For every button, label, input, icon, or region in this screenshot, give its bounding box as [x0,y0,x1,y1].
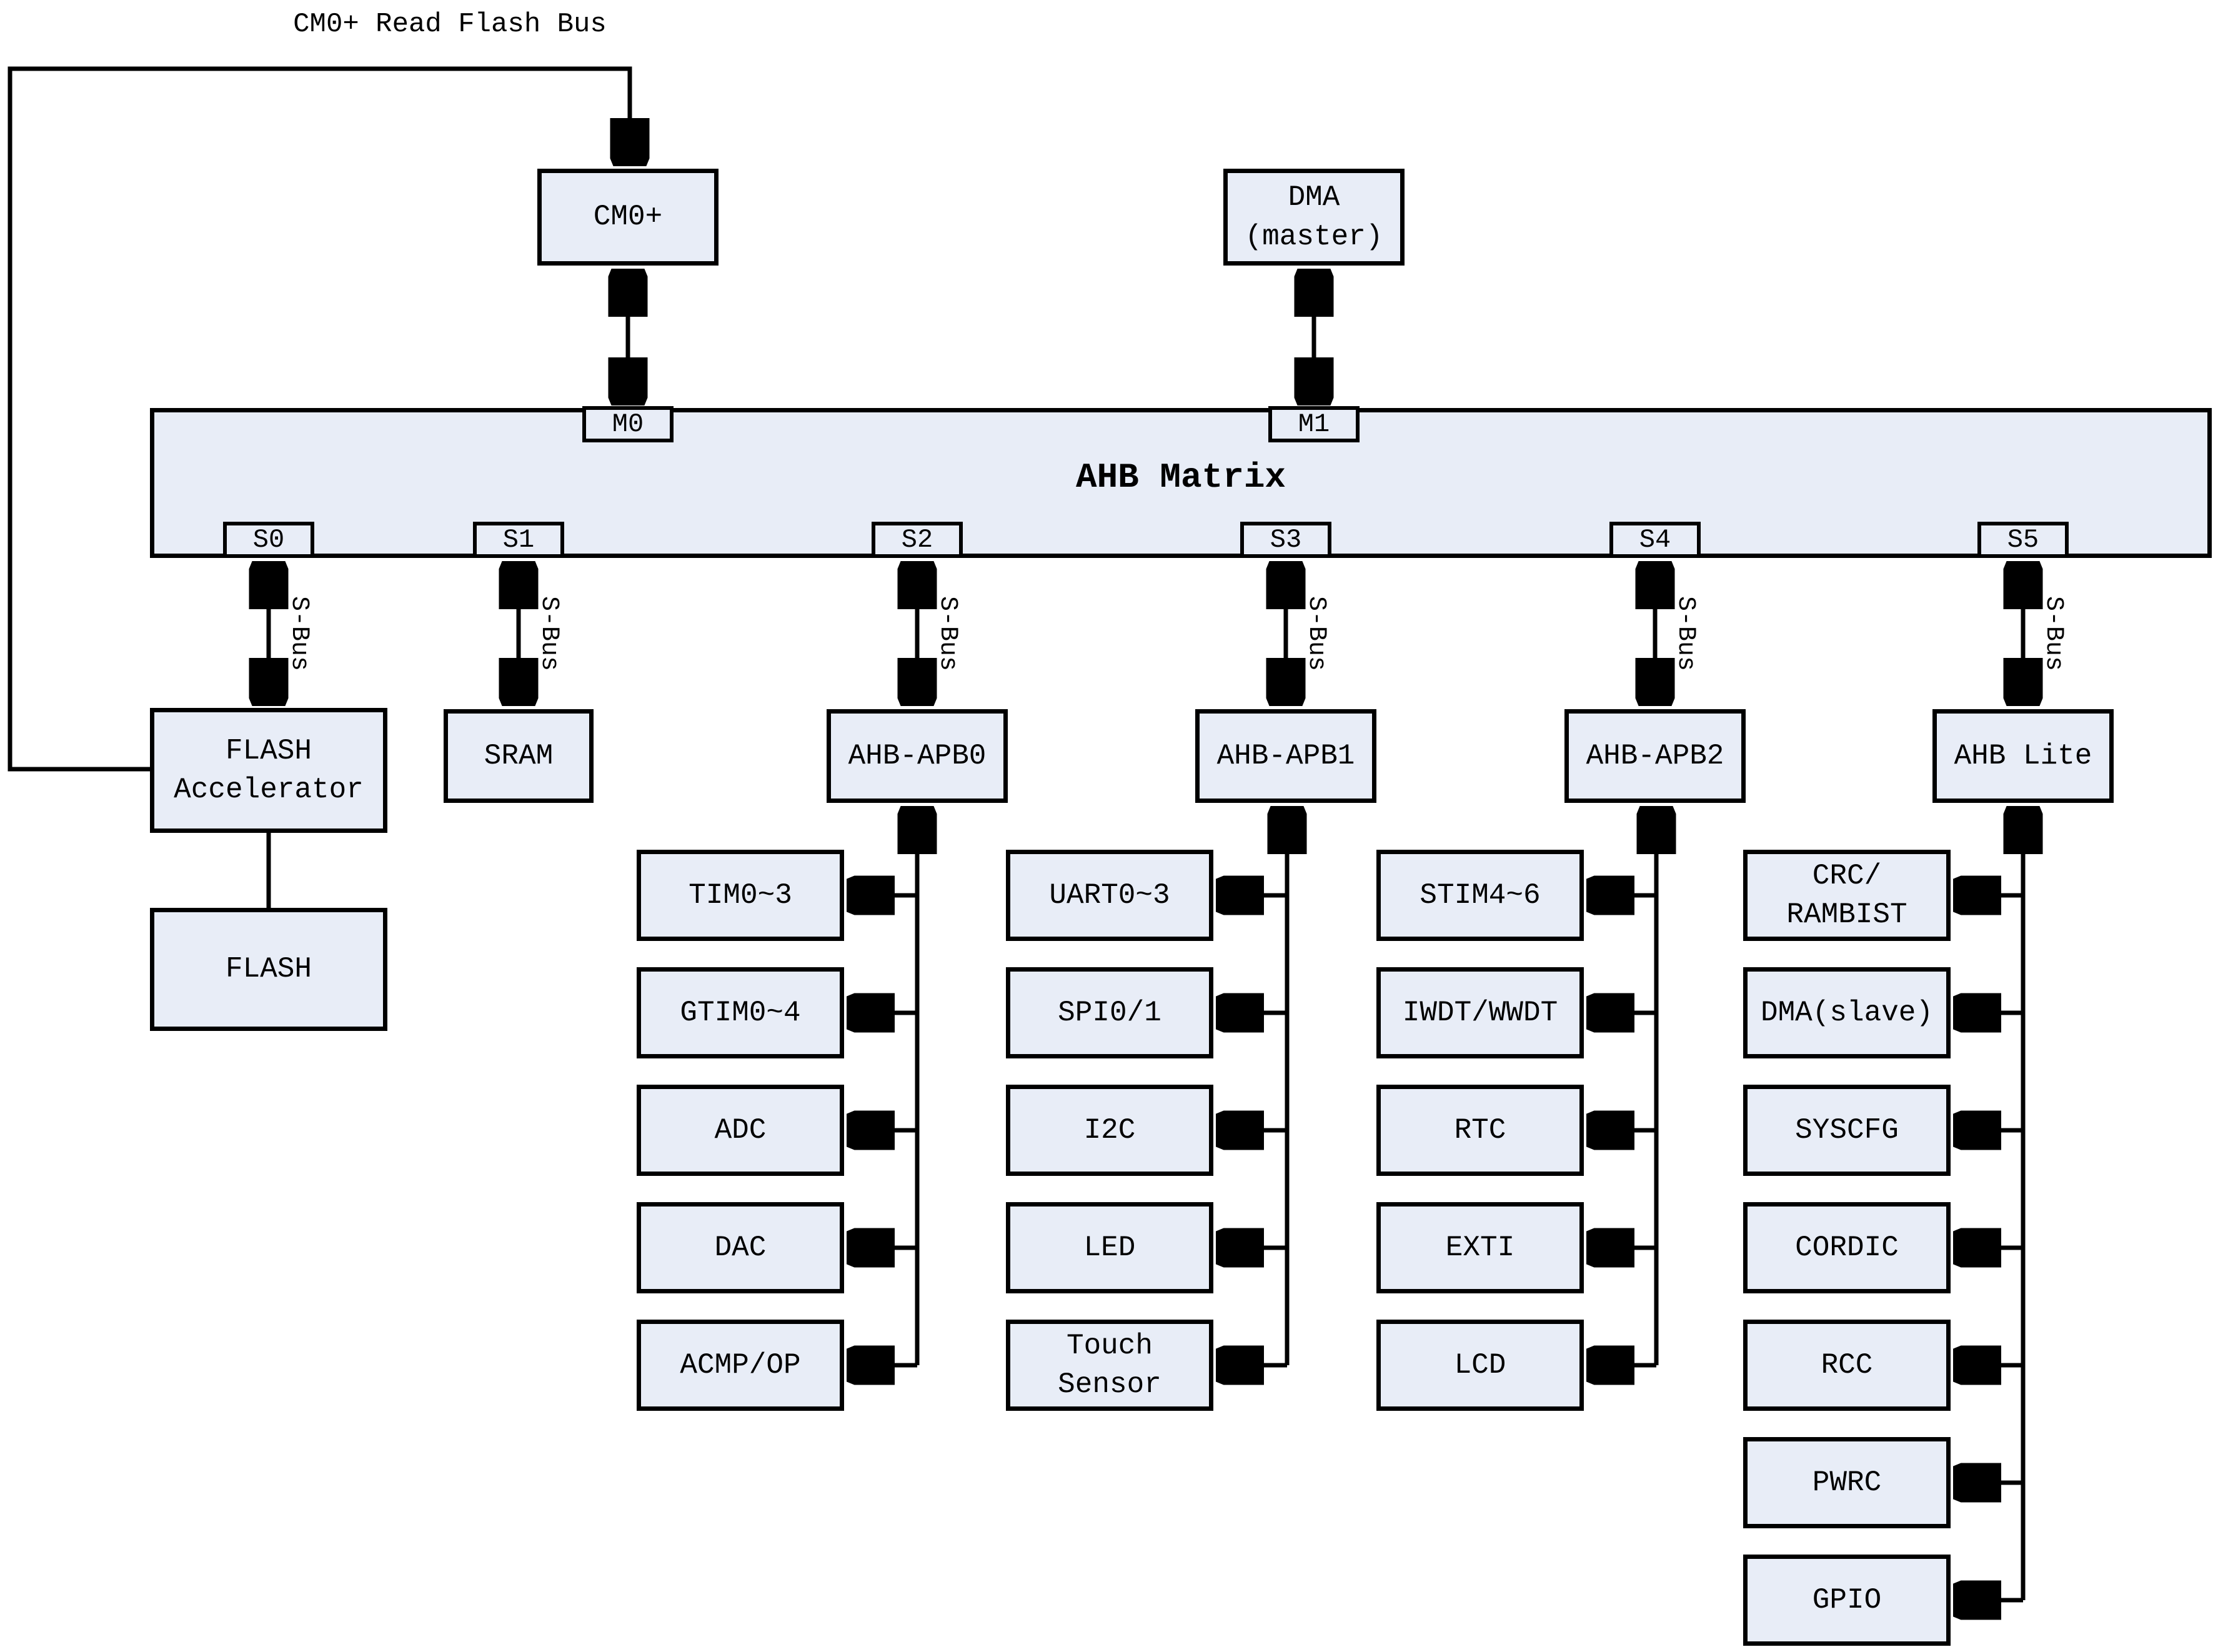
block-cm0plus: CM0+ [537,169,719,266]
block-ahb-apb0: AHB-APB0 [827,709,1008,803]
block-pwrc: PWRC [1743,1437,1951,1528]
port-m0: M0 [582,406,674,442]
block-syscfg: SYSCFG [1743,1085,1951,1176]
sbus-label-s1: S-Bus [535,595,563,672]
block-spi0-1: SPI0/1 [1006,967,1213,1058]
sbus-label-s4: S-Bus [1671,595,1699,672]
block-exti: EXTI [1376,1202,1584,1293]
sbus-label-s5: S-Bus [2039,595,2067,672]
block-dma-master: DMA (master) [1223,169,1405,266]
port-s0: S0 [223,522,314,558]
block-acmp-op: ACMP/OP [637,1320,844,1411]
block-dac: DAC [637,1202,844,1293]
block-led: LED [1006,1202,1213,1293]
ahb-matrix-title: AHB Matrix [1075,457,1286,497]
block-uart0-3: UART0~3 [1006,850,1213,941]
block-ahb-apb2: AHB-APB2 [1564,709,1746,803]
block-flash-accelerator: FLASH Accelerator [150,708,387,833]
block-rcc: RCC [1743,1320,1951,1411]
block-flash: FLASH [150,908,387,1031]
block-ahb-apb1: AHB-APB1 [1195,709,1376,803]
sbus-label-s2: S-Bus [933,595,962,672]
block-dma-slave: DMA(slave) [1743,967,1951,1058]
read-flash-bus-label: CM0+ Read Flash Bus [293,9,607,40]
sbus-label-s0: S-Bus [285,595,313,672]
block-tim0-3: TIM0~3 [637,850,844,941]
block-i2c: I2C [1006,1085,1213,1176]
read-flash-bus-wire [7,66,630,772]
port-s2: S2 [872,522,963,558]
block-sram: SRAM [444,709,594,803]
port-s1: S1 [473,522,564,558]
block-crc-rambist: CRC/ RAMBIST [1743,850,1951,941]
block-adc: ADC [637,1085,844,1176]
block-iwdt-wwdt: IWDT/WWDT [1376,967,1584,1058]
ahb-matrix-bar: AHB Matrix [150,408,2212,558]
block-cordic: CORDIC [1743,1202,1951,1293]
port-s3: S3 [1240,522,1331,558]
block-gpio: GPIO [1743,1555,1951,1646]
block-rtc: RTC [1376,1085,1584,1176]
block-lcd: LCD [1376,1320,1584,1411]
port-m1: M1 [1268,406,1360,442]
block-touch-sensor: Touch Sensor [1006,1320,1213,1411]
block-gtim0-4: GTIM0~4 [637,967,844,1058]
sbus-label-s3: S-Bus [1302,595,1330,672]
port-s5: S5 [1977,522,2069,558]
port-s4: S4 [1609,522,1701,558]
block-ahb-lite: AHB Lite [1932,709,2114,803]
block-stim4-6: STIM4~6 [1376,850,1584,941]
